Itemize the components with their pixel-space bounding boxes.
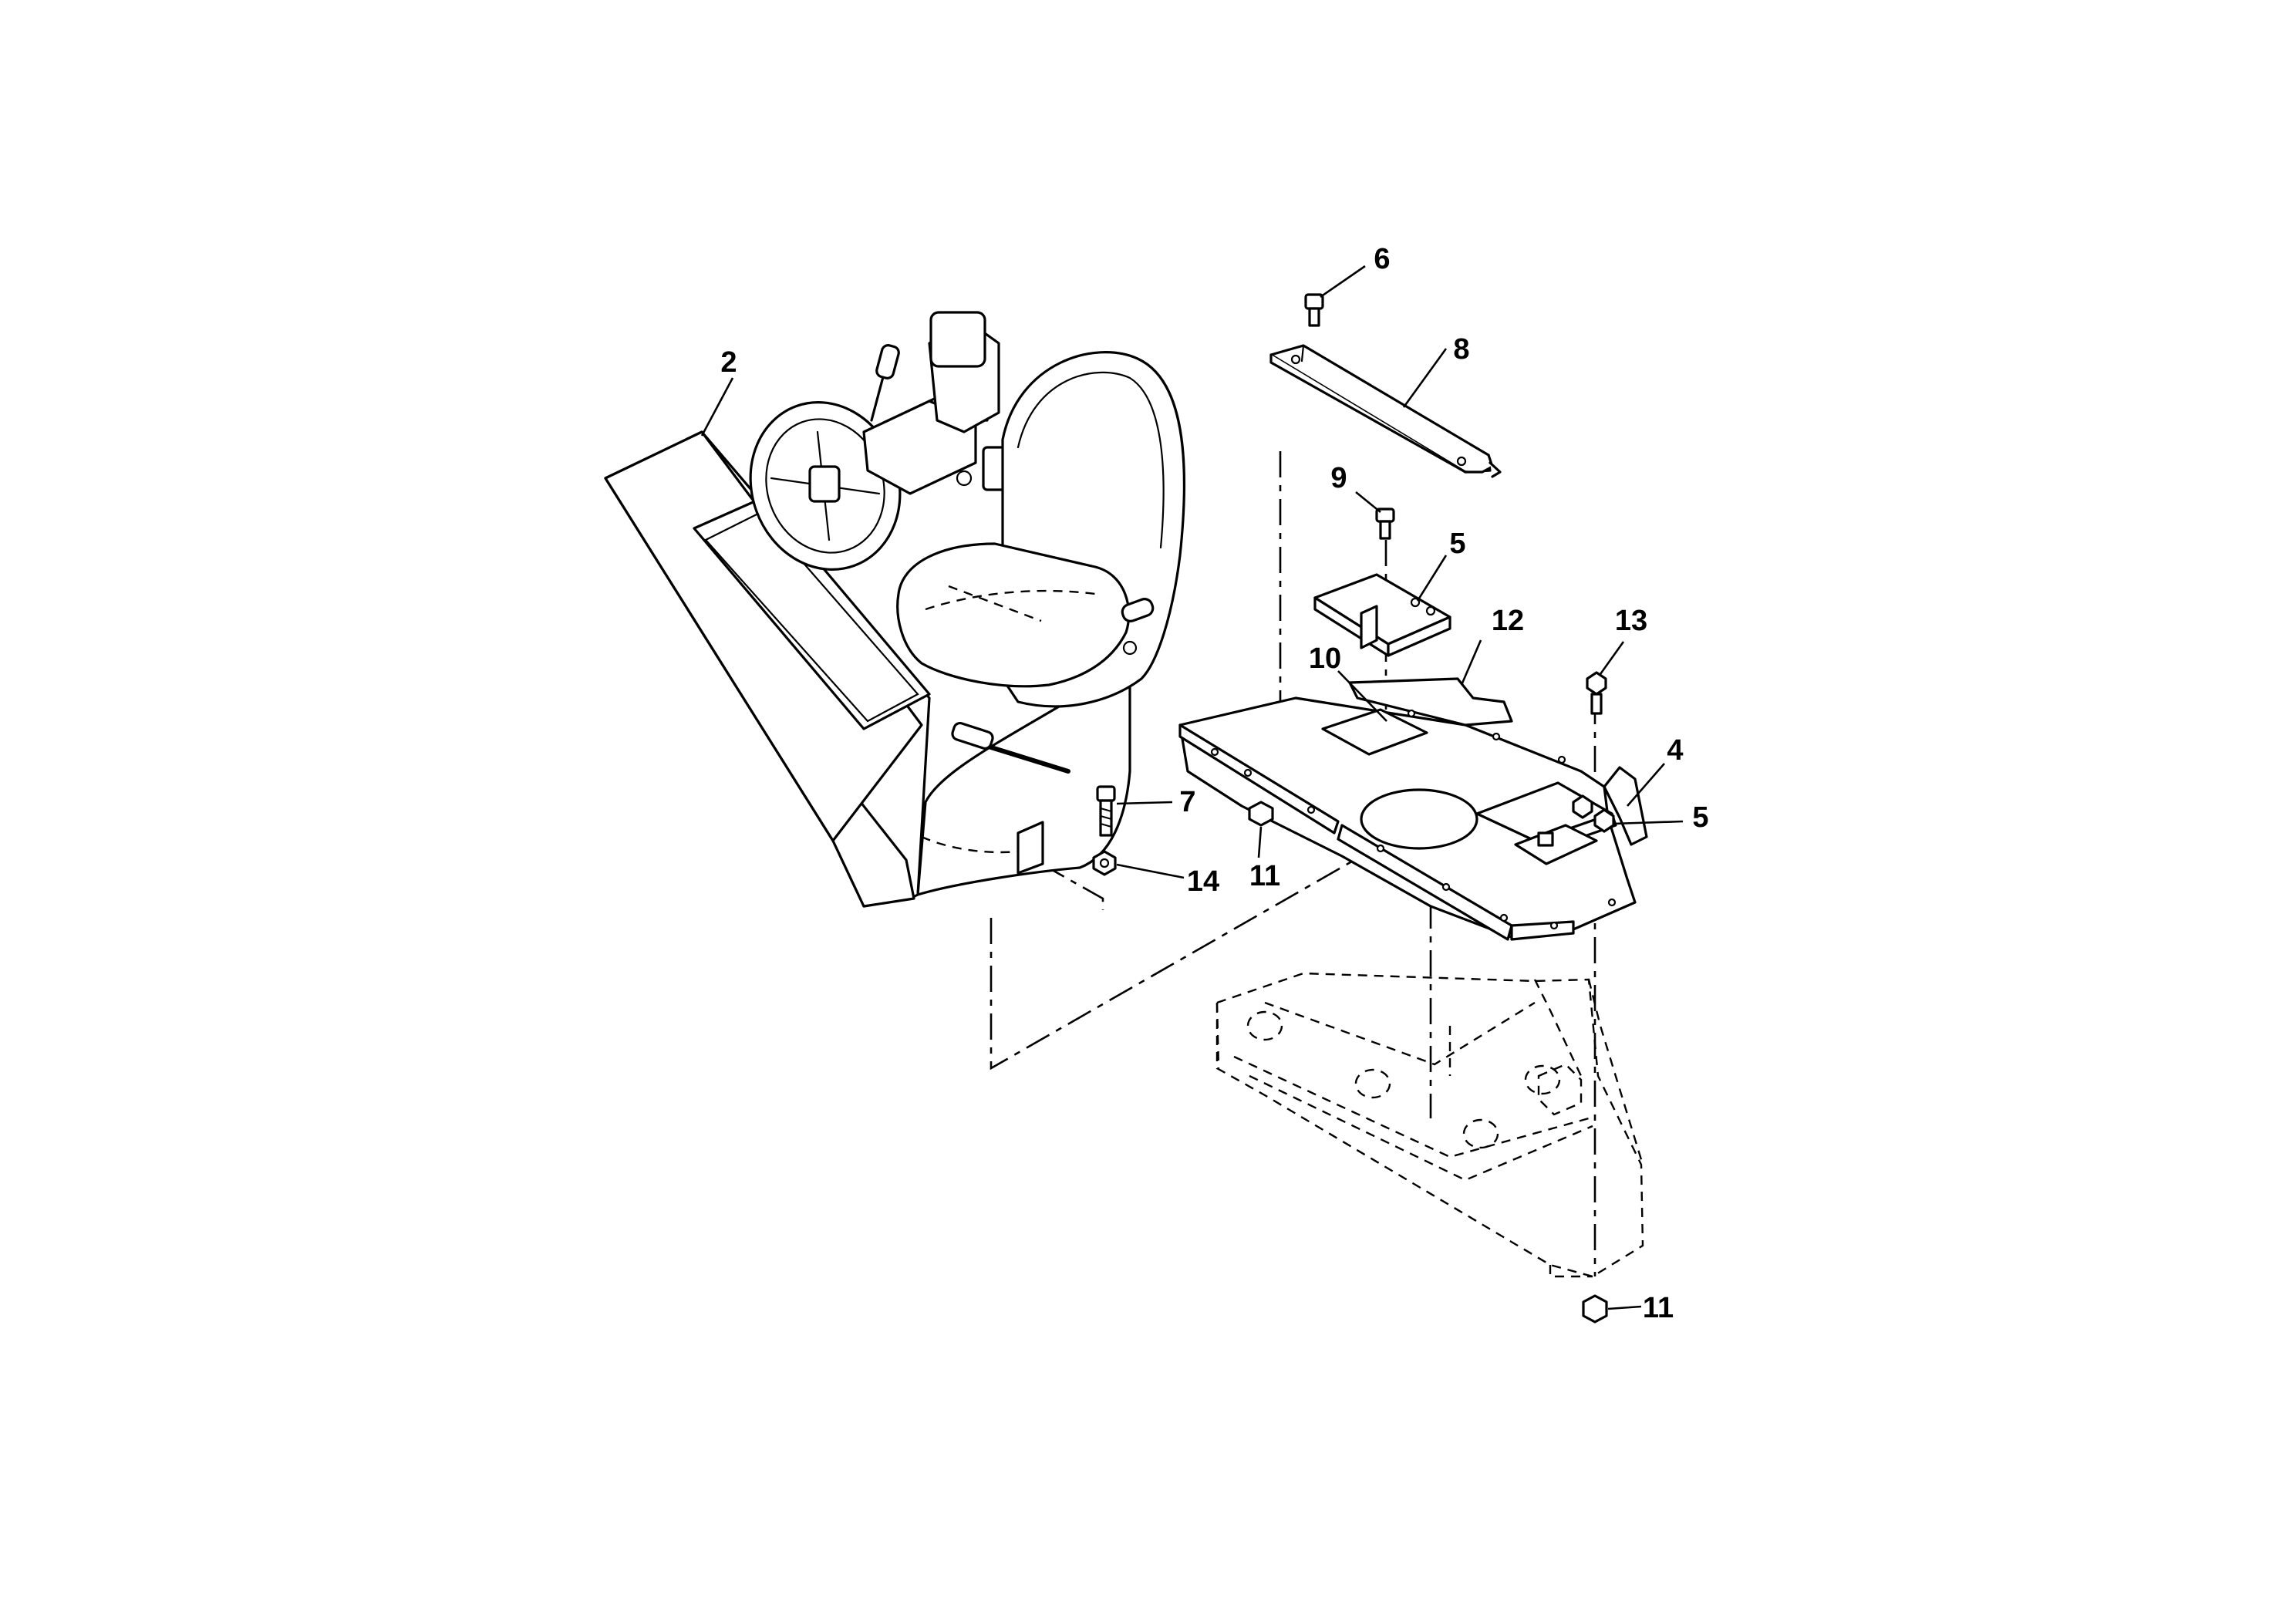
leader-11b	[1607, 1305, 1642, 1310]
callout-6: 6	[1374, 243, 1390, 275]
floor-platform-12	[1178, 677, 1648, 941]
bolt-6	[1304, 293, 1324, 327]
callout-11-lower: 11	[1643, 1292, 1674, 1324]
callout-5-lower: 5	[1692, 801, 1708, 834]
callout-14: 14	[1187, 865, 1219, 898]
leader-13	[1599, 641, 1625, 675]
callout-4: 4	[1667, 734, 1683, 767]
leader-10	[1337, 670, 1387, 722]
plate-5-upper	[1313, 573, 1451, 657]
leader-4	[1627, 763, 1665, 807]
callout-2: 2	[720, 346, 737, 379]
callout-9: 9	[1330, 462, 1347, 494]
callout-13: 13	[1615, 605, 1647, 637]
nut-11-lower	[1582, 1294, 1608, 1324]
leader-5b	[1613, 820, 1684, 825]
machine-frame	[1215, 972, 1644, 1278]
callout-5-upper: 5	[1449, 528, 1465, 560]
callout-11-upper: 11	[1249, 860, 1280, 892]
seat-adjust-handle	[1121, 598, 1155, 622]
leader-lines	[700, 265, 1684, 1310]
nut-11-upper	[1248, 801, 1274, 827]
callout-7: 7	[1179, 786, 1195, 818]
callout-8: 8	[1453, 333, 1469, 366]
bolt-13	[1586, 671, 1607, 715]
guide-console-to-frame	[990, 855, 1362, 1071]
leader-2	[700, 377, 734, 437]
seat-cushion	[896, 542, 1131, 688]
bolt-7	[1096, 785, 1116, 837]
leader-14	[1116, 863, 1185, 879]
leader-12	[1460, 639, 1482, 686]
callout-12: 12	[1492, 605, 1524, 637]
nut-14	[1092, 850, 1117, 876]
leader-6	[1320, 265, 1366, 298]
leader-11a	[1257, 826, 1263, 858]
leader-8	[1402, 348, 1448, 408]
leader-7	[1116, 801, 1173, 805]
guide-nut-14	[1040, 862, 1104, 910]
leader-5a	[1416, 555, 1448, 602]
bracket-8	[1269, 344, 1502, 478]
callout-10: 10	[1309, 642, 1341, 675]
operator-seat	[896, 351, 1186, 708]
leader-9	[1355, 491, 1381, 514]
operator-console	[604, 311, 1131, 908]
bolt-9	[1375, 508, 1395, 540]
callout-labels: 2 6 8 9 5 12 10 13 4 5 7 14 11 11	[720, 243, 1708, 1324]
